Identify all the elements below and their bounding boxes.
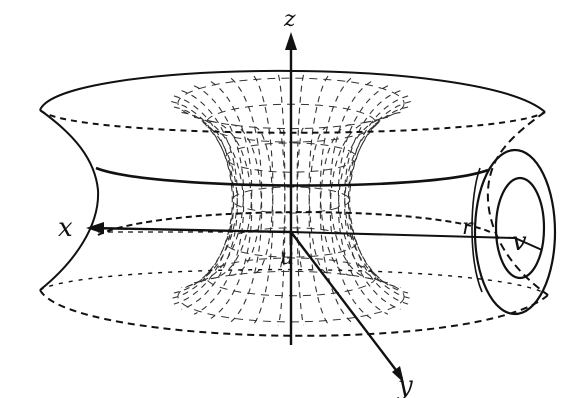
mesh-meridian xyxy=(277,127,286,326)
cross-section-side xyxy=(471,167,483,293)
mesh-meridian xyxy=(181,111,238,310)
mesh-latitude-ring xyxy=(205,257,377,297)
y-axis-arrowhead xyxy=(392,366,404,383)
right-silhouette xyxy=(486,111,549,296)
mesh-latitude-ring xyxy=(205,103,377,143)
radius-lines xyxy=(98,231,543,345)
mesh-meridian xyxy=(277,74,286,273)
angle-u-label: u xyxy=(280,245,294,270)
left-silhouette xyxy=(39,109,100,291)
mesh-meridian xyxy=(173,106,235,305)
x-axis-label: x xyxy=(58,213,73,243)
mesh-meridian xyxy=(344,90,401,289)
radius-r-label: r xyxy=(462,215,474,240)
mesh-meridian xyxy=(173,95,235,294)
mesh-meridian xyxy=(296,127,305,326)
bottom-rim xyxy=(39,289,549,337)
top-rim xyxy=(39,69,546,113)
mesh-meridian xyxy=(347,95,409,294)
mesh-latitude-ring xyxy=(224,142,357,173)
y-axis-label: y xyxy=(397,371,413,398)
z-axis-arrowhead xyxy=(285,32,297,50)
mesh-latitude-ring xyxy=(224,227,357,258)
mesh-latitude-ring xyxy=(177,77,405,130)
mesh-meridian xyxy=(329,81,372,280)
angle-v-label: v xyxy=(512,227,527,257)
y-axis xyxy=(290,231,403,379)
axes xyxy=(86,32,404,383)
z-axis-label: z xyxy=(283,7,296,32)
mesh-meridian xyxy=(296,74,305,273)
x-axis-arrowhead xyxy=(86,222,104,234)
mesh-meridian xyxy=(230,124,263,323)
mesh-latitude-ring xyxy=(177,270,405,323)
bottom-rim-back xyxy=(39,268,549,296)
surface-mesh xyxy=(171,74,411,326)
x-axis xyxy=(89,226,292,234)
cross-section-outer xyxy=(473,148,557,316)
mesh-meridian xyxy=(210,81,253,280)
mesh-meridian xyxy=(230,77,263,276)
mesh-meridian xyxy=(337,85,389,284)
cross-section xyxy=(471,148,557,316)
cross-section-inner xyxy=(494,176,546,280)
mesh-meridian xyxy=(329,120,372,319)
mesh-meridian xyxy=(181,90,238,289)
mesh-meridian xyxy=(253,126,274,325)
radius-v-line xyxy=(514,237,543,251)
mesh-meridian xyxy=(319,77,352,276)
top-rim-front xyxy=(39,109,546,134)
mesh-meridian xyxy=(193,116,245,315)
mesh-meridian xyxy=(344,111,401,310)
radius-r-line xyxy=(290,231,516,239)
mesh-meridian xyxy=(308,75,329,274)
mesh-meridian xyxy=(193,85,245,284)
